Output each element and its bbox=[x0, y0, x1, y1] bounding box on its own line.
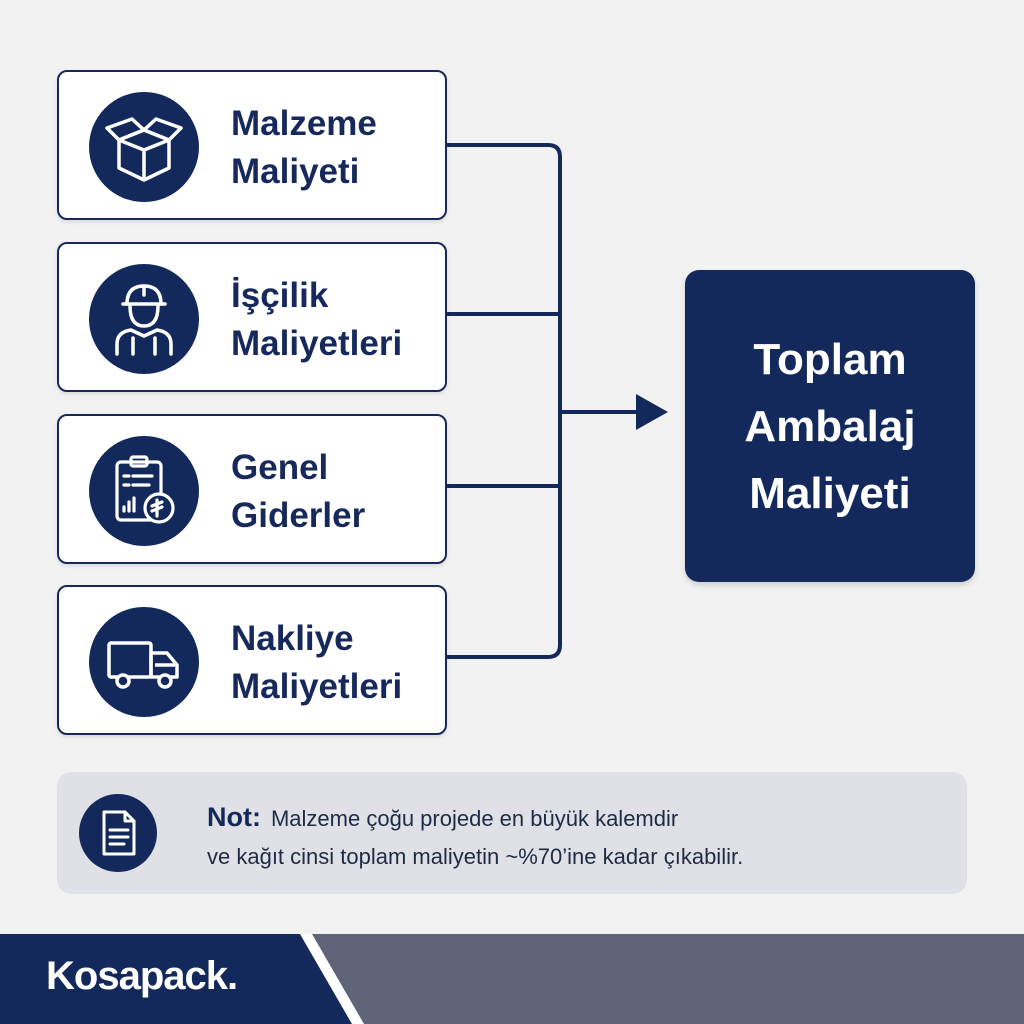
note-prefix: Not: bbox=[207, 802, 261, 832]
total-cost-box: Toplam Ambalaj Maliyeti bbox=[685, 270, 975, 582]
box-icon bbox=[89, 92, 199, 202]
worker-icon bbox=[89, 264, 199, 374]
card-label: Nakliye Maliyetleri bbox=[231, 619, 403, 706]
note-line: Malzeme çoğu projede en büyük kalemdir bbox=[270, 806, 679, 831]
cost-card-overhead: Genel Giderler bbox=[57, 414, 447, 564]
note-line: ve kağıt cinsi toplam maliyetin ~%70’ine… bbox=[207, 844, 744, 869]
note-text: Not: Malzeme çoğu projede en büyük kalemd… bbox=[207, 798, 743, 876]
truck-icon bbox=[89, 607, 199, 717]
footer-bar: Kosapack. bbox=[0, 934, 1024, 1024]
document-icon bbox=[79, 794, 157, 872]
arrow-head-icon bbox=[636, 394, 668, 430]
cost-card-material: Malzeme Maliyeti bbox=[57, 70, 447, 220]
brand-logo: Kosapack. bbox=[46, 954, 238, 998]
cost-card-labor: İşçilik Maliyetleri bbox=[57, 242, 447, 392]
total-line: Maliyeti bbox=[749, 468, 911, 518]
total-line: Ambalaj bbox=[744, 401, 916, 451]
expense-clipboard-icon bbox=[89, 436, 199, 546]
cost-card-shipping: Nakliye Maliyetleri bbox=[57, 585, 447, 735]
card-label: Malzeme Maliyeti bbox=[231, 104, 377, 191]
note-panel: Not: Malzeme çoğu projede en büyük kalemd… bbox=[57, 772, 967, 894]
card-label: Genel Giderler bbox=[231, 448, 366, 535]
card-label: İşçilik Maliyetleri bbox=[231, 276, 403, 363]
total-line: Toplam bbox=[753, 334, 907, 384]
